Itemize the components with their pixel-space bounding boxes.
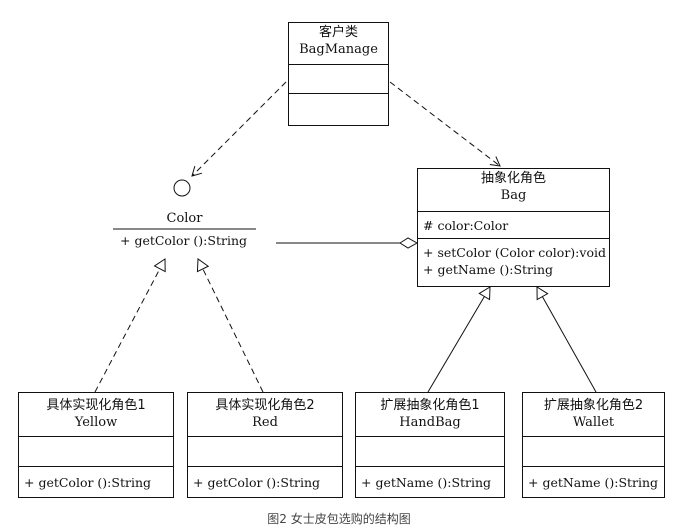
class-client-title: 客户类 BagManage — [289, 23, 388, 65]
class-bag-title-zh: 抽象化角色 — [480, 171, 546, 186]
class-yellow-operations: + getColor ():String — [19, 467, 173, 497]
class-wallet-operation: + getName ():String — [528, 475, 659, 490]
realization-impl1 — [94, 258, 166, 393]
class-handbag-title: 扩展抽象化角色1 HandBag — [356, 393, 504, 437]
class-client: 客户类 BagManage — [288, 22, 389, 126]
class-handbag-operation: + getName ():String — [361, 475, 492, 490]
generalization-wallet — [536, 286, 597, 393]
class-handbag: 扩展抽象化角色1 HandBag + getName ():String — [355, 392, 505, 498]
class-client-attributes — [289, 65, 388, 94]
interface-circle-icon — [173, 179, 191, 197]
class-client-title-en: BagManage — [299, 42, 378, 57]
class-red-title-zh: 具体实现化角色2 — [215, 398, 315, 413]
class-bag-title: 抽象化角色 Bag — [418, 169, 609, 212]
class-red-operation: + getColor ():String — [193, 475, 321, 490]
class-client-title-zh: 客户类 — [318, 25, 358, 40]
interface-operation: + getColor ():String — [120, 233, 248, 248]
class-yellow: 具体实现化角色1 Yellow + getColor ():String — [18, 392, 174, 498]
class-bag-operation: + setColor (Color color):void — [423, 245, 606, 260]
class-bag-operations: + setColor (Color color):void + getName … — [418, 239, 609, 286]
class-red-title: 具体实现化角色2 Red — [188, 393, 342, 437]
generalization-handbag — [427, 286, 491, 393]
figure-caption: 图2 女士皮包选购的结构图 — [267, 512, 411, 526]
dependency-client-to-color — [191, 81, 287, 177]
class-bag-operation: + getName ():String — [423, 262, 554, 277]
class-red: 具体实现化角色2 Red + getColor ():String — [187, 392, 343, 498]
class-wallet-operations: + getName ():String — [523, 467, 664, 497]
class-handbag-attributes — [356, 437, 504, 467]
class-yellow-operation: + getColor ():String — [24, 475, 152, 490]
class-wallet: 扩展抽象化角色2 Wallet + getName ():String — [522, 392, 665, 498]
class-bag: 抽象化角色 Bag # color:Color + setColor (Colo… — [417, 168, 610, 287]
class-handbag-title-zh: 扩展抽象化角色1 — [380, 398, 480, 413]
class-red-title-en: Red — [252, 415, 278, 430]
aggregation-diamond-icon — [399, 237, 419, 249]
class-bag-title-en: Bag — [500, 188, 527, 203]
class-red-attributes — [188, 437, 342, 467]
interface-name: Color — [166, 211, 203, 226]
class-handbag-title-en: HandBag — [399, 415, 461, 430]
class-bag-attribute: # color:Color — [423, 218, 509, 233]
class-yellow-title: 具体实现化角色1 Yellow — [19, 393, 173, 437]
class-handbag-operations: + getName ():String — [356, 467, 504, 497]
class-yellow-attributes — [19, 437, 173, 467]
realization-impl2 — [196, 258, 264, 393]
class-yellow-title-en: Yellow — [74, 415, 118, 430]
class-wallet-title-zh: 扩展抽象化角色2 — [543, 398, 644, 413]
dependency-client-to-bag — [389, 81, 501, 167]
class-wallet-title: 扩展抽象化角色2 Wallet — [523, 393, 664, 437]
class-red-operations: + getColor ():String — [188, 467, 342, 497]
class-wallet-attributes — [523, 437, 664, 467]
class-bag-attributes: # color:Color — [418, 212, 609, 239]
class-client-operations — [289, 94, 388, 125]
class-yellow-title-zh: 具体实现化角色1 — [46, 398, 146, 413]
class-wallet-title-en: Wallet — [572, 415, 615, 430]
